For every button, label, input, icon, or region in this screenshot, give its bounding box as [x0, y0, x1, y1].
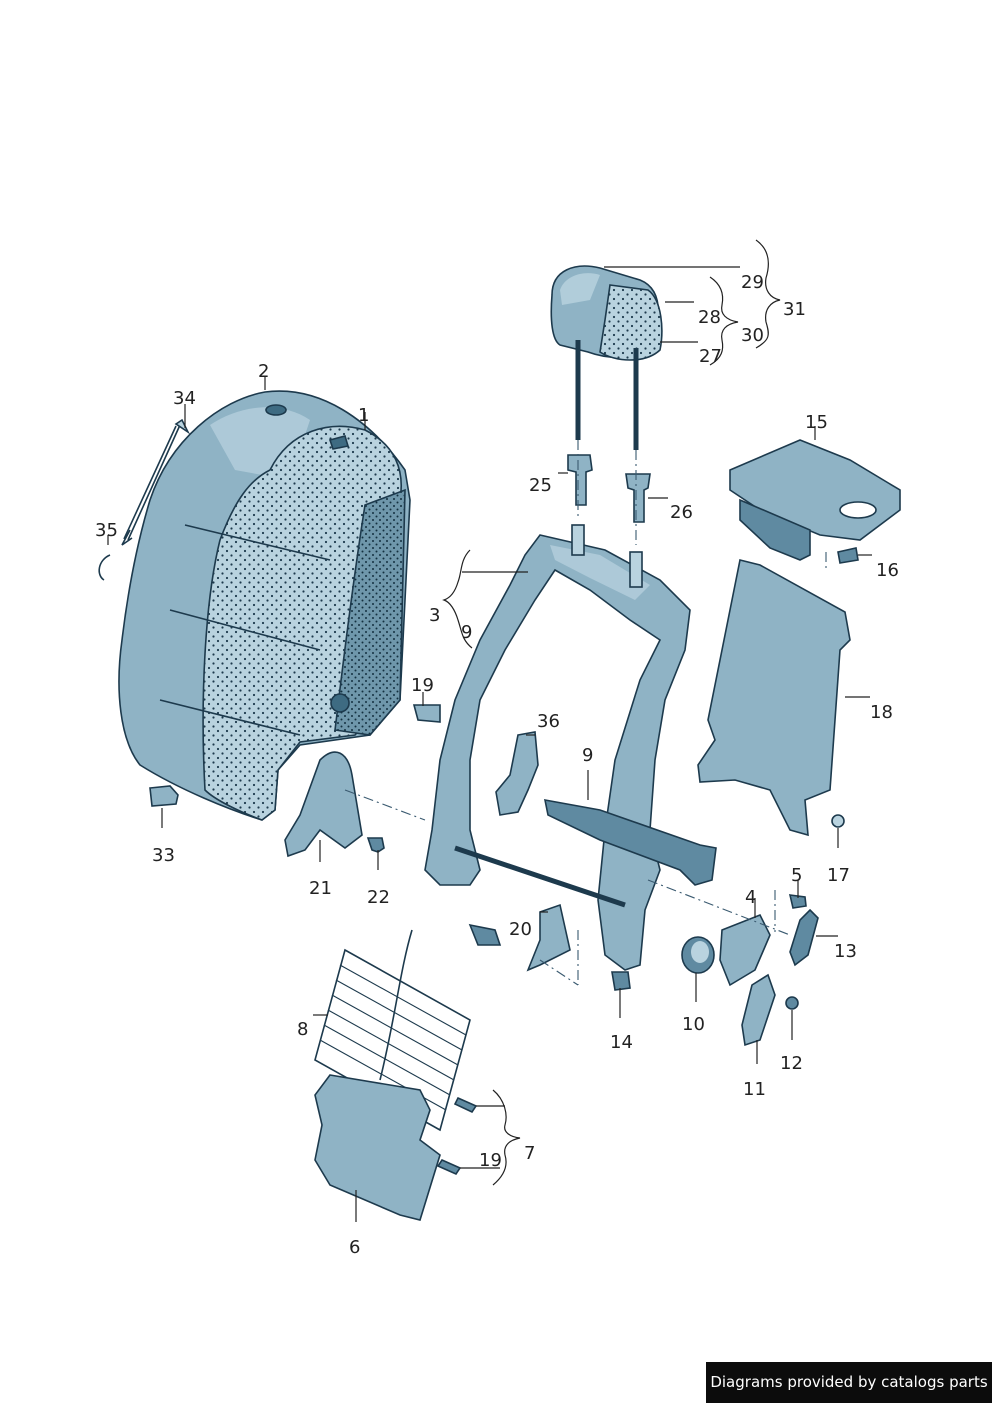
callout-6: 6 — [349, 1237, 360, 1258]
backrest-cushion — [118, 390, 411, 821]
callout-labels: 1 2 3 4 5 6 7 8 9 9 10 11 12 13 14 15 16… — [95, 272, 899, 1258]
callout-30: 30 — [741, 325, 764, 346]
bracket-36 — [495, 731, 539, 816]
callout-17: 17 — [827, 865, 850, 886]
screw-16 — [837, 547, 859, 564]
back-panel — [697, 559, 851, 837]
callout-10: 10 — [682, 1014, 705, 1035]
callout-31: 31 — [783, 299, 806, 320]
callout-22: 22 — [367, 887, 390, 908]
callout-9-frame: 9 — [461, 622, 472, 643]
side-cover — [284, 751, 363, 858]
callout-8: 8 — [297, 1019, 308, 1040]
attribution-banner: Diagrams provided by catalogs parts — [706, 1362, 992, 1403]
callout-19-spring: 19 — [479, 1150, 502, 1171]
spring-a — [453, 1096, 478, 1114]
callout-27: 27 — [699, 346, 722, 367]
leader-lines — [107, 266, 872, 1222]
callout-7: 7 — [524, 1143, 535, 1164]
callout-9-tube: 9 — [582, 745, 593, 766]
trim-20 — [526, 903, 571, 972]
callout-1: 1 — [358, 405, 369, 426]
callout-15: 15 — [805, 412, 828, 433]
callout-28: 28 — [698, 307, 721, 328]
screw-22 — [366, 837, 385, 853]
guide-26 — [625, 473, 651, 523]
callout-21: 21 — [309, 878, 332, 899]
callout-3: 3 — [429, 605, 440, 626]
callout-19-clip: 19 — [411, 675, 434, 696]
callout-34: 34 — [173, 388, 196, 409]
clip-33 — [149, 785, 179, 807]
callout-26: 26 — [670, 502, 693, 523]
callout-20: 20 — [509, 919, 532, 940]
cross-tube — [543, 799, 717, 886]
backrest-frame — [424, 524, 691, 971]
clip-19 — [412, 704, 441, 723]
clip — [98, 554, 111, 581]
handle-cover — [729, 439, 901, 561]
braces — [442, 239, 781, 1186]
callout-33: 33 — [152, 845, 175, 866]
callout-5: 5 — [791, 865, 802, 886]
callout-14: 14 — [610, 1032, 633, 1053]
callout-13: 13 — [834, 941, 857, 962]
callout-4: 4 — [745, 887, 756, 908]
callout-18: 18 — [870, 702, 893, 723]
callout-35: 35 — [95, 520, 118, 541]
callout-25: 25 — [529, 475, 552, 496]
callout-2: 2 — [258, 361, 269, 382]
headrest — [550, 265, 663, 450]
lumbar-plate — [314, 1074, 441, 1221]
callout-29: 29 — [741, 272, 764, 293]
callout-36: 36 — [537, 711, 560, 732]
grommet-17 — [831, 814, 845, 828]
assembly-lines — [344, 440, 827, 986]
callout-12: 12 — [780, 1053, 803, 1074]
callout-16: 16 — [876, 560, 899, 581]
recliner-handle — [611, 894, 819, 1047]
connector — [468, 923, 502, 946]
guide-25 — [567, 454, 593, 506]
spring-b — [436, 1158, 462, 1176]
callout-11: 11 — [743, 1079, 766, 1100]
